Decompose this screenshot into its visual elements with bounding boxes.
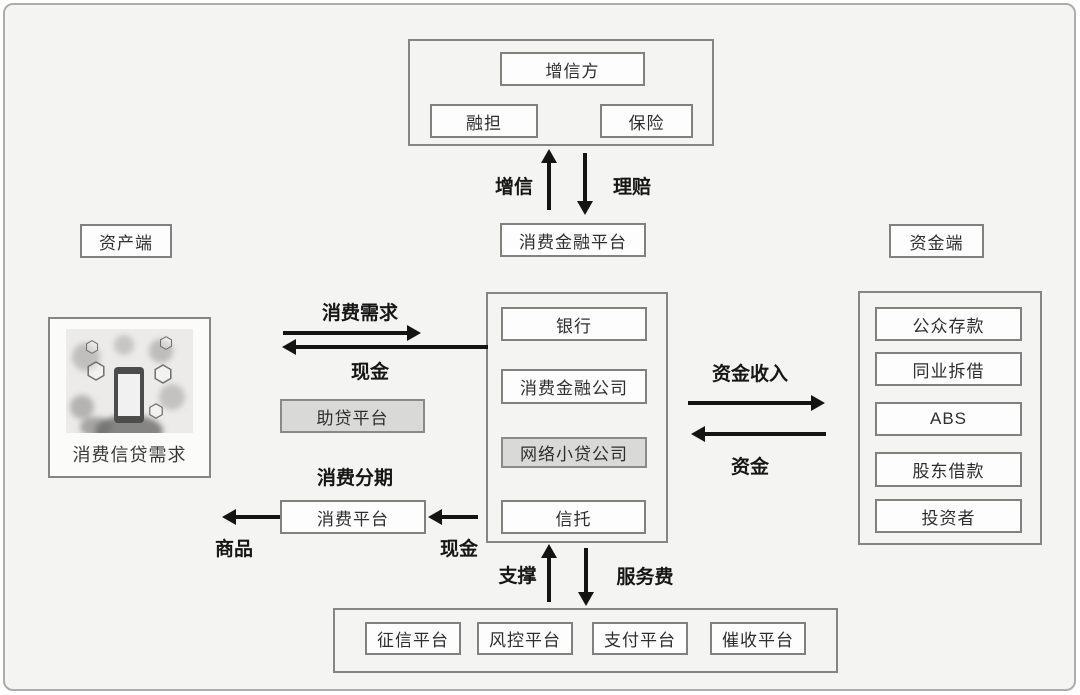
shareholder-loans-box: 股东借款 xyxy=(875,452,1022,487)
arrow-up-credit-enhancement xyxy=(541,149,557,210)
hexagon-icon xyxy=(160,336,172,350)
consumer-credit-demand-caption: 消费信贷需求 xyxy=(72,445,187,465)
arrow-down-claims xyxy=(577,153,593,215)
lenders-panel xyxy=(486,292,668,543)
interbank-lending-box: 同业拆借 xyxy=(875,352,1022,386)
funding-income-flow-label: 资金收入 xyxy=(711,364,788,385)
goods-flow-label: 商品 xyxy=(214,539,253,560)
asset-side-label: 资产端 xyxy=(80,224,172,258)
public-deposits-box: 公众存款 xyxy=(875,307,1022,341)
payment-platform-box: 支付平台 xyxy=(592,622,688,655)
collection-platform-box: 催收平台 xyxy=(710,622,806,655)
hexagon-icon xyxy=(154,364,172,384)
consumer-platform-box: 消费平台 xyxy=(280,500,426,534)
funds-flow-label: 资金 xyxy=(730,457,769,478)
arrow-left-cash2 xyxy=(428,509,478,525)
funding-sources-panel xyxy=(858,291,1042,545)
arrow-left-cash xyxy=(282,339,488,355)
arrow-right-funding-income xyxy=(688,395,825,411)
support-flow-label: 支撑 xyxy=(498,566,537,587)
arrow-left-funds xyxy=(691,426,826,442)
service-fee-flow-label: 服务费 xyxy=(616,567,674,588)
claims-flow-label: 理赔 xyxy=(612,177,651,198)
consumer-finance-company-box: 消费金融公司 xyxy=(501,369,647,404)
cash-flow-label: 现金 xyxy=(350,362,389,383)
hexagon-icon xyxy=(86,340,98,354)
arrow-down-service-fee xyxy=(578,548,594,606)
consumer-installment-label: 消费分期 xyxy=(316,468,393,489)
credit-enhancement-flow-label: 增信 xyxy=(494,177,533,198)
hexagon-icon xyxy=(87,361,105,381)
consumer-credit-photo xyxy=(66,329,193,447)
trust-box: 信托 xyxy=(501,500,646,534)
smartphone-icons-illustration xyxy=(66,329,193,447)
credit-enhancer-box: 增信方 xyxy=(500,52,645,86)
risk-control-platform-box: 风控平台 xyxy=(477,622,573,655)
cash2-flow-label: 现金 xyxy=(439,539,478,560)
arrow-left-goods xyxy=(222,509,280,525)
consumer-finance-platform-box: 消费金融平台 xyxy=(500,223,646,257)
credit-enhancement-panel xyxy=(408,39,714,146)
financing-guarantee-box: 融担 xyxy=(430,104,538,138)
investors-box: 投资者 xyxy=(875,499,1022,533)
consumer-demand-flow-label: 消费需求 xyxy=(321,303,398,324)
arrow-right-consumer-demand xyxy=(283,325,421,341)
credit-report-platform-box: 征信平台 xyxy=(365,622,461,655)
loan-assist-platform-box: 助贷平台 xyxy=(280,399,425,433)
insurance-box: 保险 xyxy=(600,104,693,138)
hexagon-icon xyxy=(149,403,163,419)
arrow-up-support xyxy=(541,544,557,602)
online-microloan-company-box: 网络小贷公司 xyxy=(501,437,647,468)
abs-box: ABS xyxy=(875,402,1022,436)
bank-box: 银行 xyxy=(501,307,647,341)
support-platforms-panel xyxy=(333,608,838,673)
funding-side-label: 资金端 xyxy=(889,224,984,258)
